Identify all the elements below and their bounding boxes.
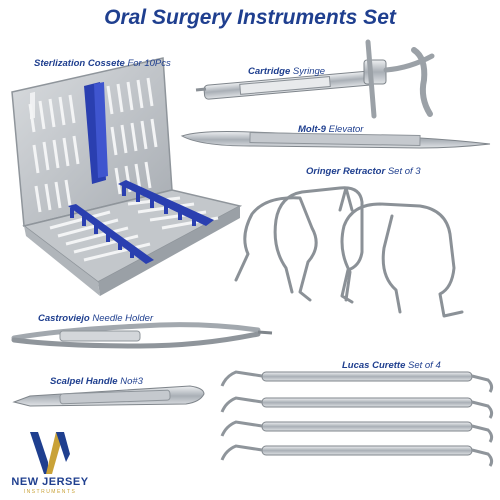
curette-4: [220, 444, 494, 467]
brand-tagline: INSTRUMENTS: [23, 489, 77, 495]
label-retractor: Oringer Retractor Set of 3: [306, 166, 421, 177]
cartridge-syringe: [195, 39, 435, 119]
label-syringe: Cartridge Syringe: [248, 66, 326, 77]
page-title: Oral Surgery Instruments Set: [104, 6, 396, 29]
label-needle-holder: Castroviejo Needle Holder: [38, 313, 154, 324]
curette-1: [220, 370, 494, 393]
sterilization-cassette: [11, 57, 243, 296]
label-scalpel: Scalpel Handle No#3: [50, 376, 143, 387]
cassette-lid-slots: [28, 77, 158, 213]
curette-3: [220, 420, 494, 443]
brand-logo-icon: [30, 432, 70, 474]
oringer-retractor-set: [234, 186, 464, 318]
scalpel-handle: [12, 385, 205, 407]
curette-2: [220, 396, 494, 419]
lucas-curette-set: [220, 370, 494, 467]
label-cassette: Sterlization Cossete For 10Pcs: [34, 58, 171, 69]
label-elevator: Molt-9 Elevator: [298, 124, 364, 135]
castroviejo-needle-holder: [11, 322, 273, 349]
molt-9-elevator: [180, 131, 491, 149]
brand-name: NEW JERSEY: [11, 476, 89, 488]
label-curette: Lucas Curette Set of 4: [342, 360, 441, 371]
